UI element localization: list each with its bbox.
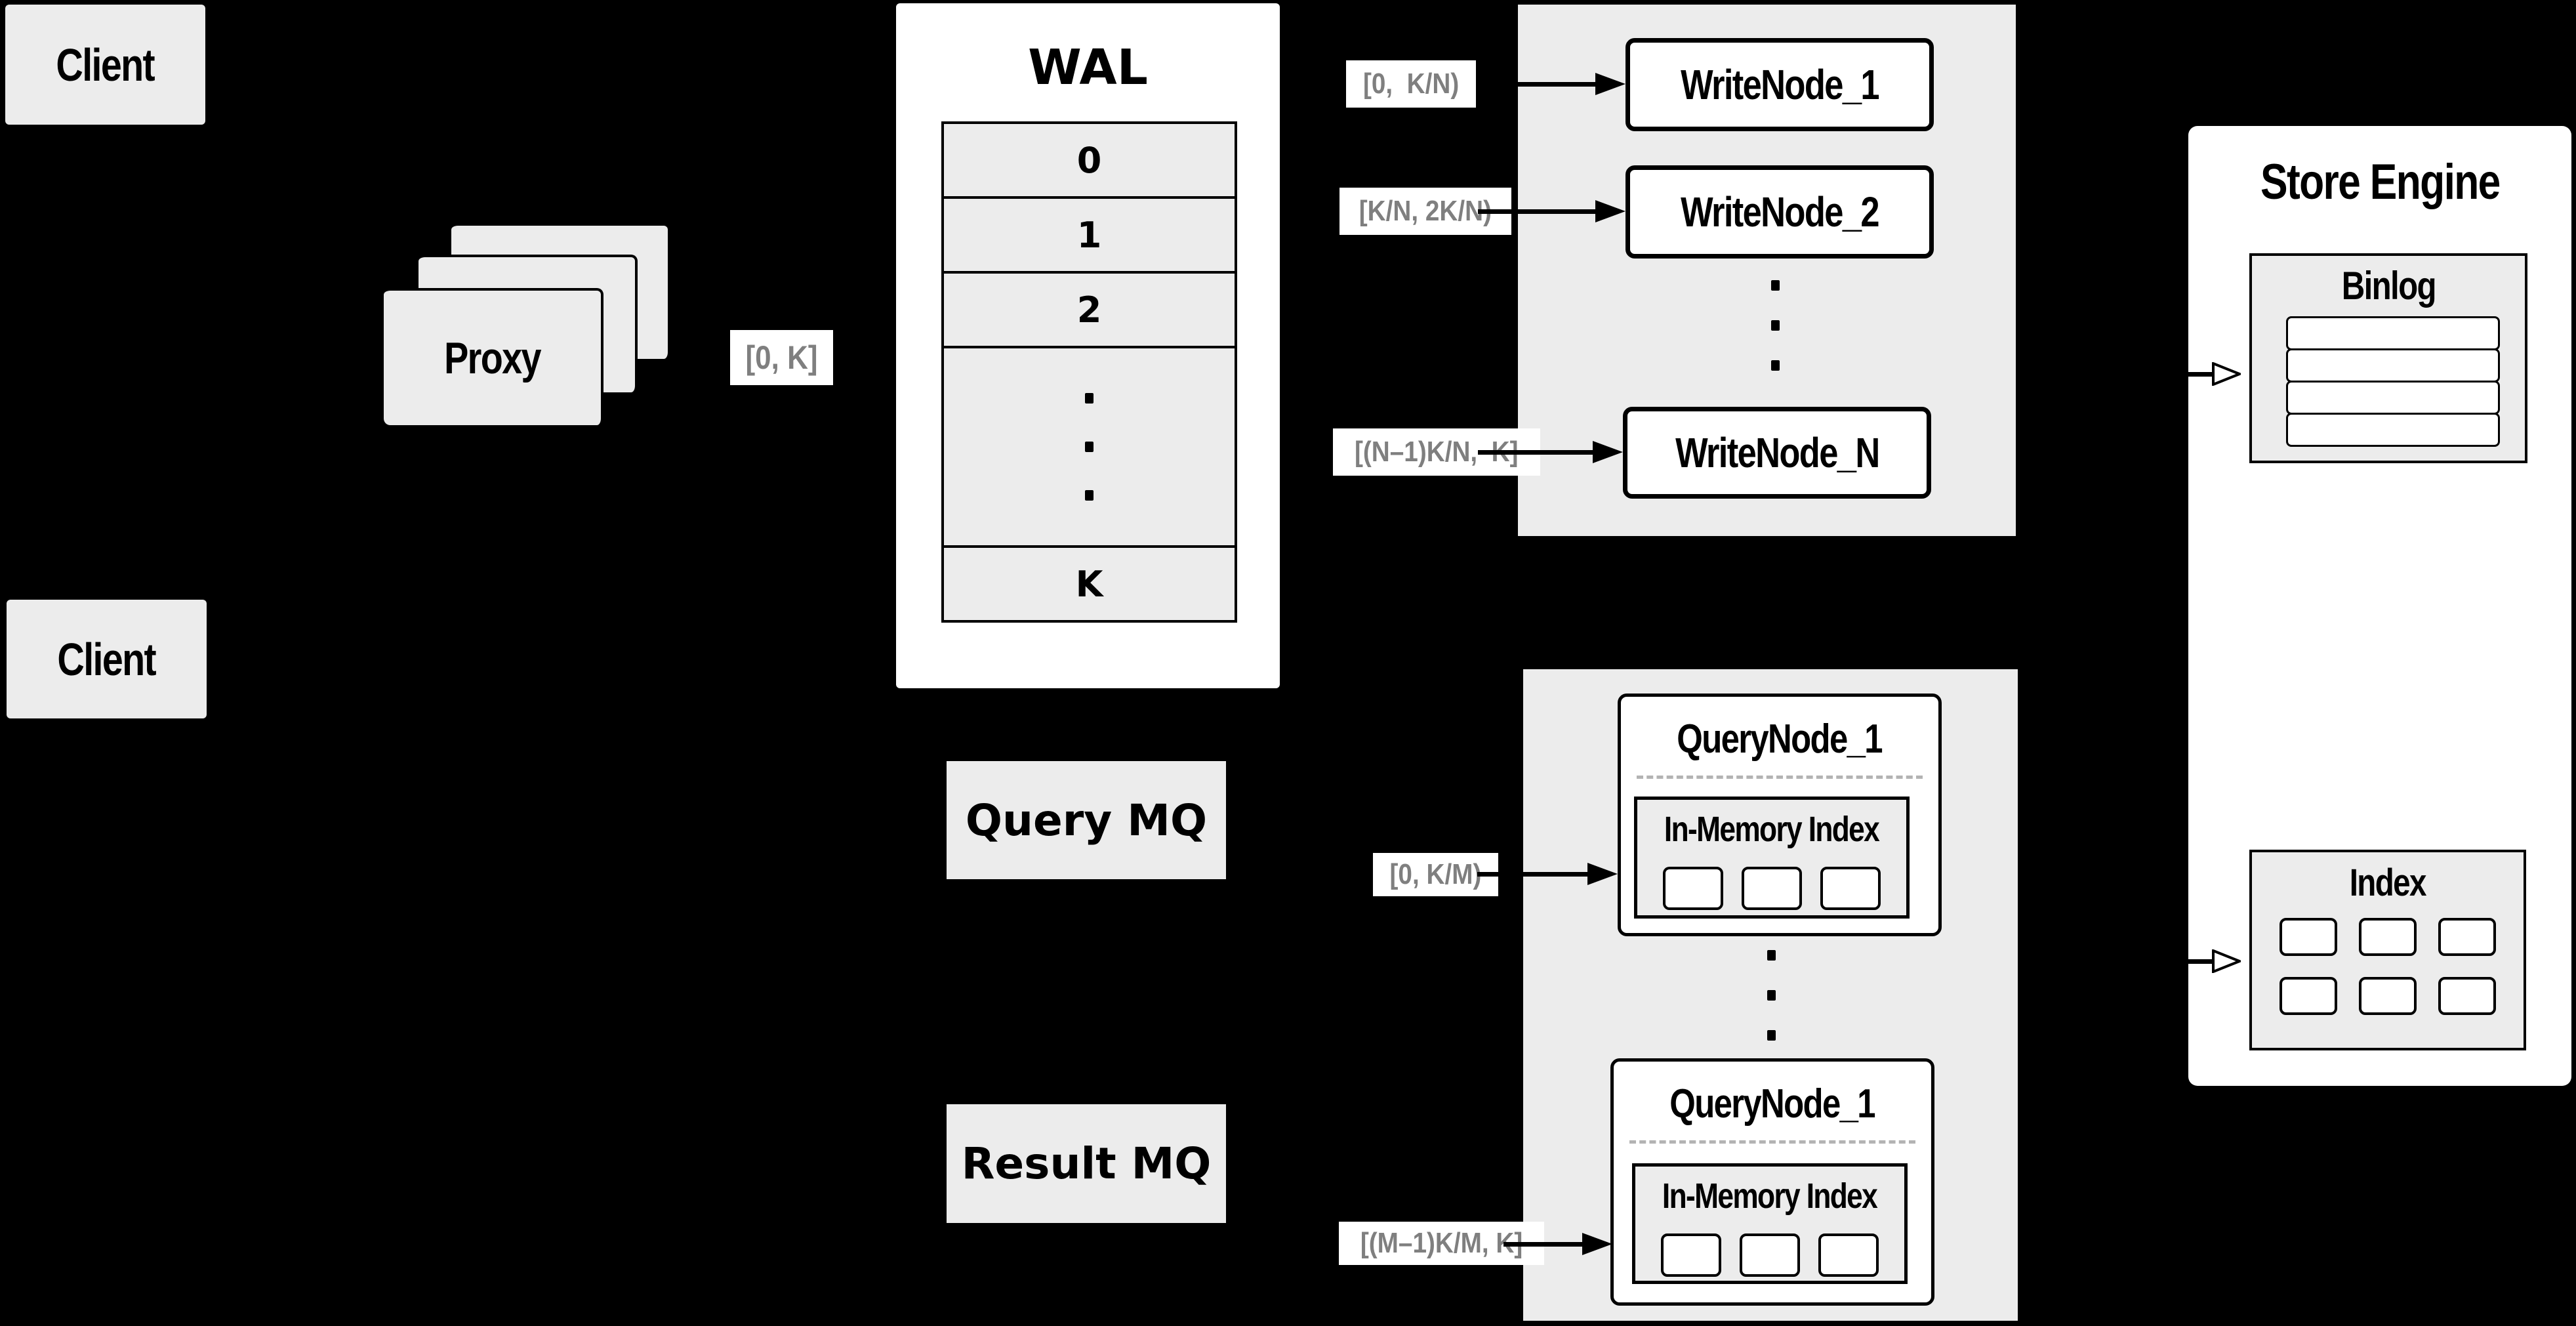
arrow-to-write-node-n — [1478, 440, 1623, 464]
filled-arrowhead — [1595, 73, 1625, 95]
segment-square — [1820, 867, 1881, 910]
wal-row-0: 0 — [944, 124, 1235, 196]
ellipsis-dots — [1771, 280, 1780, 371]
dashed-divider — [1629, 1140, 1915, 1144]
write-node-n-box: WriteNode_N — [1623, 407, 1931, 499]
edge-label-proxy-wal: [0, K] — [730, 330, 833, 385]
index-square — [2438, 977, 2496, 1015]
edge-label-write-2: [K/N, 2K/N) — [1339, 188, 1511, 235]
open-arrowhead — [2212, 362, 2241, 386]
wal-row-ellipsis — [944, 346, 1235, 545]
in-memory-index-bottom: In-Memory Index — [1632, 1163, 1908, 1284]
binlog-row — [2286, 381, 2500, 415]
write-node-2-label: WriteNode_2 — [1681, 188, 1879, 236]
arrow-to-query-node-1 — [1477, 862, 1618, 886]
segment-square — [1742, 867, 1802, 910]
segment-square — [1818, 1233, 1879, 1277]
binlog-row — [2286, 413, 2500, 447]
query-node-top-title: QueryNode_1 — [1677, 716, 1883, 762]
binlog-rows — [2286, 316, 2500, 447]
edge-label-write-1: [0, K/N) — [1346, 60, 1477, 108]
wal-row-1: 1 — [944, 196, 1235, 271]
result-mq-label: Result MQ — [961, 1138, 1212, 1189]
arrow-to-write-node-1 — [1478, 72, 1625, 96]
edge-label-query-1: [0, K/M) — [1373, 853, 1498, 896]
dashed-divider — [1637, 776, 1923, 779]
binlog-row — [2286, 348, 2500, 383]
ellipsis-dots — [1085, 393, 1094, 501]
index-square — [2438, 918, 2496, 956]
proxy-card-front: Proxy — [384, 288, 603, 425]
binlog-title: Binlog — [2341, 263, 2436, 308]
segment-square — [1740, 1233, 1800, 1277]
index-squares-row-2 — [2252, 977, 2524, 1015]
in-memory-index-bottom-title: In-Memory Index — [1662, 1176, 1878, 1216]
in-memory-index-top-title: In-Memory Index — [1664, 810, 1880, 849]
edge-label-write-n: [(N–1)K/N, K] — [1333, 428, 1540, 476]
write-node-n-label: WriteNode_N — [1675, 429, 1880, 476]
index-square — [2280, 977, 2337, 1015]
index-square — [2359, 918, 2417, 956]
write-node-2-box: WriteNode_2 — [1625, 165, 1934, 259]
client-box-top: Client — [5, 5, 205, 125]
query-node-bottom-title: QueryNode_1 — [1669, 1081, 1876, 1127]
client-bottom-label: Client — [57, 633, 157, 685]
write-node-1-label: WriteNode_1 — [1681, 61, 1879, 108]
client-box-bottom: Client — [7, 600, 207, 718]
wal-title: WAL — [1028, 39, 1148, 96]
ellipsis-dots — [1767, 950, 1776, 1041]
segment-square — [1663, 867, 1723, 910]
query-node-group: QueryNode_1 In-Memory Index QueryNode_1 — [1523, 669, 2018, 1321]
store-engine-title: Store Engine — [2260, 154, 2501, 210]
segment-squares — [1635, 1233, 1904, 1277]
query-node-top-box: QueryNode_1 In-Memory Index — [1618, 694, 1942, 936]
binlog-box: Binlog — [2249, 253, 2527, 463]
wal-row-2: 2 — [944, 271, 1235, 346]
binlog-row — [2286, 316, 2500, 350]
wal-table: 0 1 2 K — [941, 121, 1237, 623]
write-node-1-box: WriteNode_1 — [1625, 38, 1934, 131]
client-top-label: Client — [56, 39, 155, 91]
query-mq-label: Query MQ — [965, 795, 1208, 846]
store-engine-panel: Store Engine Binlog Index — [2188, 126, 2571, 1086]
segment-square — [1661, 1233, 1721, 1277]
query-node-bottom-box: QueryNode_1 In-Memory Index — [1610, 1058, 1934, 1306]
index-square — [2280, 918, 2337, 956]
segment-squares — [1637, 867, 1906, 910]
index-squares-row-1 — [2252, 918, 2524, 956]
index-box: Index — [2249, 850, 2526, 1050]
arrow-to-binlog — [2188, 362, 2241, 386]
wal-panel: WAL 0 1 2 K — [896, 3, 1280, 688]
result-mq-box: Result MQ — [947, 1104, 1226, 1223]
index-title: Index — [2349, 861, 2427, 904]
filled-arrowhead — [1595, 200, 1625, 222]
in-memory-index-top: In-Memory Index — [1634, 797, 1910, 919]
filled-arrowhead — [1587, 863, 1618, 885]
filled-arrowhead — [1593, 441, 1623, 463]
wal-row-k: K — [944, 545, 1235, 620]
open-arrowhead — [2212, 949, 2241, 973]
arrow-to-write-node-2 — [1478, 199, 1625, 223]
query-mq-box: Query MQ — [947, 761, 1226, 879]
index-square — [2359, 977, 2417, 1015]
filled-arrowhead — [1582, 1233, 1612, 1255]
proxy-label: Proxy — [444, 333, 541, 383]
write-node-group: WriteNode_1 WriteNode_2 WriteNode_N — [1518, 5, 2016, 536]
arrow-to-query-node-m — [1503, 1232, 1612, 1256]
arrow-to-index — [2188, 949, 2241, 973]
